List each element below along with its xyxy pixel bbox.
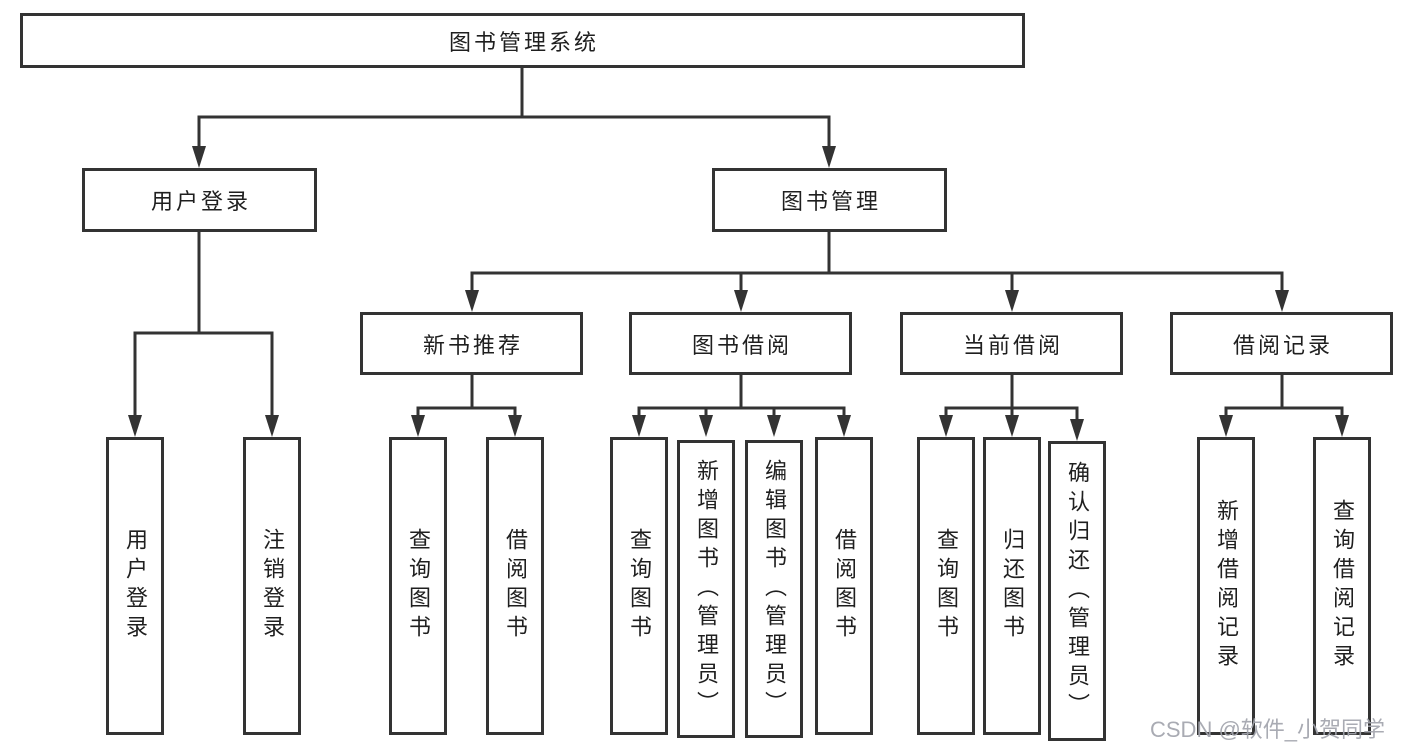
leaf-borrow-search-book-label: 查询图书 xyxy=(627,528,652,644)
node-current-borrow-label: 当前借阅 xyxy=(962,332,1063,358)
leaf-logout: 注销登录 xyxy=(243,437,301,735)
arrowhead xyxy=(699,415,713,437)
leaf-recommend-search-book-label: 查询图书 xyxy=(406,528,431,644)
connector-new-book-recommend xyxy=(416,375,517,420)
connector-book-borrow xyxy=(637,375,846,420)
leaf-user-login: 用户登录 xyxy=(106,437,164,735)
node-book-borrow: 图书借阅 xyxy=(629,312,852,375)
arrowhead xyxy=(837,415,851,437)
leaf-borrow-edit-book: 编辑图书（管理员） xyxy=(745,440,803,738)
node-root-label: 图书管理系统 xyxy=(448,29,599,55)
leaf-records-add-record: 新增借阅记录 xyxy=(1197,437,1255,735)
arrowhead xyxy=(1005,415,1019,437)
arrowhead xyxy=(767,415,781,437)
arrowhead xyxy=(734,290,748,312)
leaf-borrow-add-book: 新增图书（管理员） xyxy=(677,440,735,738)
leaf-current-confirm-return-label: 确认归还（管理员） xyxy=(1065,460,1090,722)
arrowhead xyxy=(1005,290,1019,312)
leaf-borrow-borrow-book-label: 借阅图书 xyxy=(832,528,857,644)
node-user-login-label: 用户登录 xyxy=(150,189,251,214)
connector-current-borrow xyxy=(944,375,1079,424)
leaf-borrow-search-book: 查询图书 xyxy=(610,437,668,735)
csdn-watermark: CSDN @软件_小贺同学 xyxy=(1150,717,1386,742)
arrowhead xyxy=(265,415,279,437)
arrowhead xyxy=(939,415,953,437)
arrowhead xyxy=(1275,290,1289,312)
leaf-records-add-record-label: 新增借阅记录 xyxy=(1214,499,1239,673)
leaf-recommend-borrow-book: 借阅图书 xyxy=(486,437,544,735)
leaf-borrow-edit-book-label: 编辑图书（管理员） xyxy=(762,458,787,720)
node-current-borrow: 当前借阅 xyxy=(900,312,1123,375)
leaf-recommend-borrow-book-label: 借阅图书 xyxy=(503,528,528,644)
leaf-borrow-borrow-book: 借阅图书 xyxy=(815,437,873,735)
node-root: 图书管理系统 xyxy=(20,13,1025,68)
arrowhead xyxy=(632,415,646,437)
connector-borrow-records xyxy=(1224,375,1344,420)
connector-book-management xyxy=(470,232,1284,295)
arrowhead xyxy=(1070,419,1084,441)
arrowhead xyxy=(192,146,206,168)
node-user-login: 用户登录 xyxy=(82,168,317,232)
leaf-recommend-search-book: 查询图书 xyxy=(389,437,447,735)
node-new-book-recommend: 新书推荐 xyxy=(360,312,583,375)
connector-root xyxy=(197,68,831,150)
leaf-current-confirm-return: 确认归还（管理员） xyxy=(1048,441,1106,741)
arrowhead xyxy=(465,290,479,312)
node-borrow-records: 借阅记录 xyxy=(1170,312,1393,375)
leaf-records-search-record-label: 查询借阅记录 xyxy=(1330,499,1355,673)
leaf-records-search-record: 查询借阅记录 xyxy=(1313,437,1371,735)
leaf-current-search-book-label: 查询图书 xyxy=(934,528,959,644)
arrowhead xyxy=(1219,415,1233,437)
leaf-borrow-add-book-label: 新增图书（管理员） xyxy=(694,458,719,720)
arrowhead xyxy=(822,146,836,168)
node-book-management: 图书管理 xyxy=(712,168,947,232)
node-borrow-records-label: 借阅记录 xyxy=(1232,332,1333,358)
arrowhead xyxy=(508,415,522,437)
leaf-current-return-book-label: 归还图书 xyxy=(1000,528,1025,644)
leaf-current-return-book: 归还图书 xyxy=(983,437,1041,735)
leaf-current-search-book: 查询图书 xyxy=(917,437,975,735)
leaf-logout-label: 注销登录 xyxy=(260,528,285,644)
arrowhead xyxy=(411,415,425,437)
arrowhead xyxy=(1335,415,1349,437)
node-book-management-label: 图书管理 xyxy=(780,189,881,214)
node-new-book-recommend-label: 新书推荐 xyxy=(422,332,523,358)
node-book-borrow-label: 图书借阅 xyxy=(691,332,792,358)
connector-user-login xyxy=(133,232,274,420)
arrowhead xyxy=(128,415,142,437)
leaf-user-login-label: 用户登录 xyxy=(123,528,148,644)
